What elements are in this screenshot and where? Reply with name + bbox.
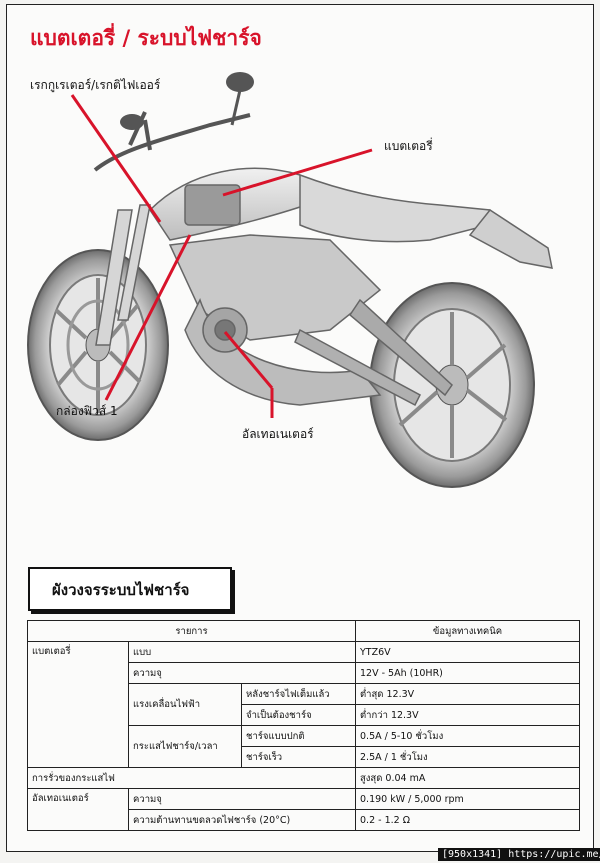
coil-resistance-value: 0.2 - 1.2 Ω [355,809,580,831]
current-label: กระแสไฟชาร์จ/เวลา [128,725,242,768]
leakage-value: สูงสุด 0.04 mA [355,767,580,789]
header-spec: ข้อมูลทางเทคนิค [355,620,580,642]
motorcycle-illustration [27,72,553,488]
table-row: อัลเทอเนเตอร์ ความจุ 0.190 kW / 5,000 rp… [27,788,580,831]
section-title-box: ผังวงจรระบบไฟชาร์จ [28,567,232,611]
alternator-label: อัลเทอเนเตอร์ [27,788,129,831]
voltage-need-label: จำเป็นต้องชาร์จ [241,704,356,726]
callout-fuse-box: กล่องฟิวส์ 1 [56,404,118,418]
leakage-label: การรั่วของกระแสไฟ [27,767,356,789]
capacity-value: 12V - 5Ah (10HR) [355,662,580,684]
callout-battery: แบตเตอรี่ [384,139,433,153]
voltage-label: แรงเคลื่อนไฟฟ้า [128,683,242,726]
callout-regulator: เรกกูเรเตอร์/เรกติไฟเออร์ [30,78,161,92]
frame-and-body [149,167,553,407]
voltage-full-value: ต่ำสุด 12.3V [355,683,580,705]
battery-type-value: YTZ6V [355,641,580,663]
coil-resistance-label: ความต้านทานขดลวดไฟชาร์จ (20°C) [128,809,356,831]
spec-table: รายการ ข้อมูลทางเทคนิค แบตเตอรี่ แบบ YTZ… [27,620,580,831]
voltage-full-label: หลังชาร์จไฟเต็มแล้ว [241,683,356,705]
callout-alternator: อัลเทอเนเตอร์ [242,427,314,441]
table-row: กระแสไฟชาร์จ/เวลา ชาร์จแบบปกติ 0.5A / 5-… [28,725,580,768]
page-title: แบตเตอรี่ / ระบบไฟชาร์จ [30,26,262,50]
table-row: แบตเตอรี่ แบบ YTZ6V [27,641,580,768]
charge-normal-value: 0.5A / 5-10 ชั่วโมง [355,725,580,747]
battery-type-label: แบบ [128,641,356,663]
charge-quick-label: ชาร์จเร็ว [241,746,356,768]
alt-capacity-label: ความจุ [128,788,356,810]
charge-quick-value: 2.5A / 1 ชั่วโมง [355,746,580,768]
table-row: แรงเคลื่อนไฟฟ้า หลังชาร์จไฟเต็มแล้ว ต่ำส… [28,683,580,726]
table-row: จำเป็นต้องชาร์จ ต่ำกว่า 12.3V [28,704,580,726]
front-fork [95,204,151,346]
table-row: ความจุ 12V - 5Ah (10HR) [28,662,580,684]
table-row: ความต้านทานขดลวดไฟชาร์จ (20°C) 0.2 - 1.2… [28,809,580,831]
voltage-need-value: ต่ำกว่า 12.3V [355,704,580,726]
alt-capacity-value: 0.190 kW / 5,000 rpm [355,788,580,810]
watermark-footer: [950x1341] https://upic.me/ [438,848,600,861]
mirrors [120,72,254,130]
charge-normal-label: ชาร์จแบบปกติ [241,725,356,747]
table-row: การรั่วของกระแสไฟ สูงสุด 0.04 mA [27,767,580,789]
capacity-label: ความจุ [128,662,356,684]
header-item: รายการ [27,620,356,642]
table-header-row: รายการ ข้อมูลทางเทคนิค [27,620,580,642]
callout-lines [70,94,373,418]
section-title: ผังวงจรระบบไฟชาร์จ [52,581,190,599]
battery-label: แบตเตอรี่ [27,641,129,768]
